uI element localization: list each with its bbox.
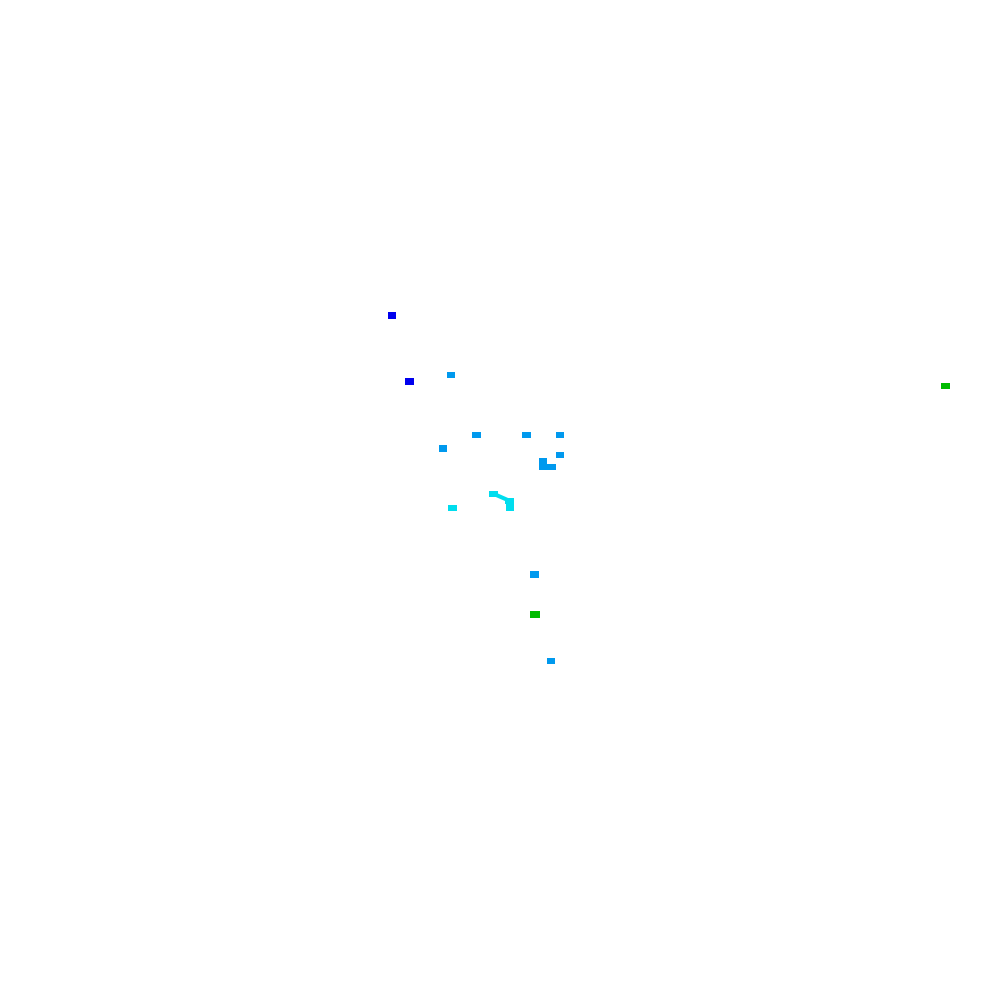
map-point-p3 — [447, 372, 455, 378]
map-point-p5 — [522, 432, 531, 438]
map-point-p1 — [388, 312, 396, 319]
map-point-p12 — [547, 658, 555, 664]
map-point-p10 — [539, 464, 556, 470]
map-point-p4 — [472, 432, 481, 438]
map-point-p14 — [489, 491, 498, 497]
map-point-p17 — [530, 611, 540, 618]
map-point-p18 — [941, 383, 950, 389]
map-point-p8 — [556, 452, 564, 458]
map-point-p11 — [530, 571, 539, 578]
map-point-p16 — [506, 504, 514, 511]
map-point-p7 — [439, 445, 447, 452]
map-point-p13 — [448, 505, 457, 511]
map-point-p15 — [505, 498, 514, 504]
map-marks — [388, 312, 950, 664]
map-point-p6 — [556, 432, 564, 438]
map-point-p2 — [405, 378, 414, 385]
